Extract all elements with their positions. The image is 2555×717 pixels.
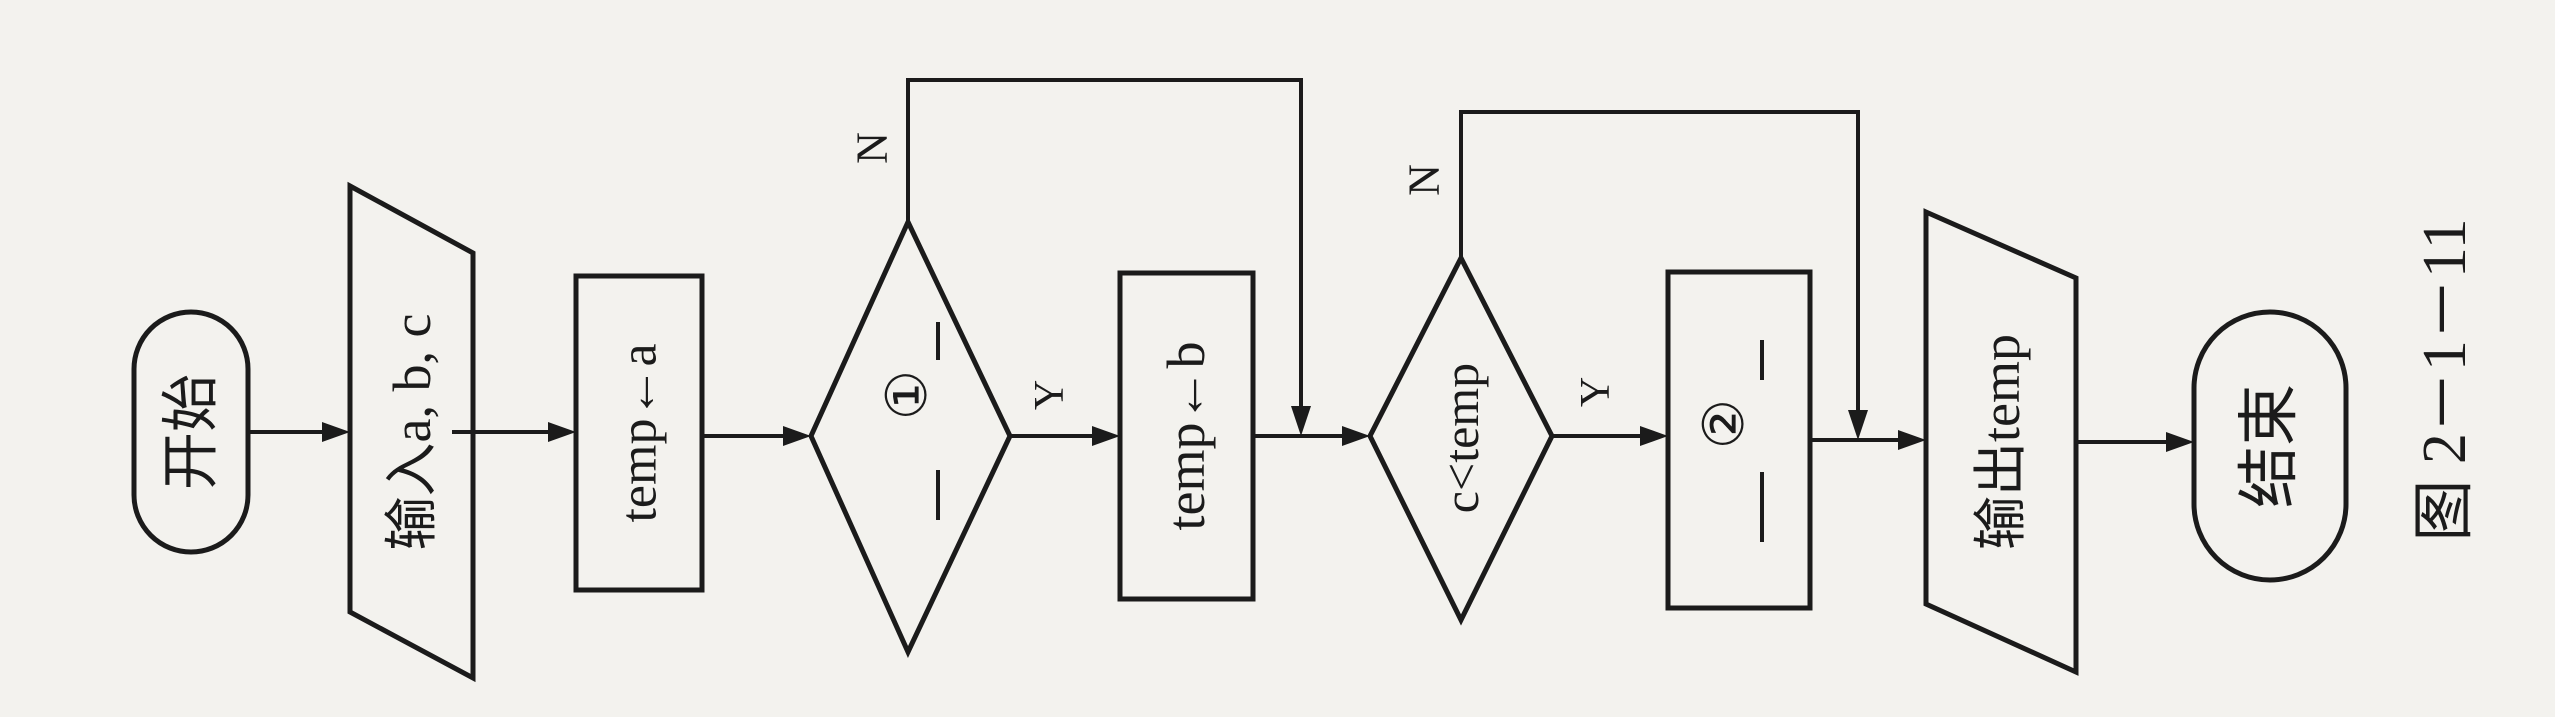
input-label: 输入a, b, c xyxy=(382,314,442,551)
figure-caption: 图 2－1－11 xyxy=(2411,218,2479,541)
assign-b-label: temp←b xyxy=(1156,342,1216,531)
output-block: 输出temp xyxy=(1923,208,2079,676)
input-block: 输入a, b, c xyxy=(347,181,476,683)
decision-1-no-label: N xyxy=(848,132,897,164)
decision-1-marker: ① xyxy=(877,370,939,420)
assign-a-label: temp←a xyxy=(611,343,668,522)
end-label: 结束 xyxy=(2236,384,2304,508)
start-label: 开始 xyxy=(159,374,224,490)
start-terminator: 开始 xyxy=(131,309,251,555)
process-2-marker: ② xyxy=(1694,399,1756,449)
decision-2-yes-label: Y xyxy=(1573,377,1619,407)
assign-b-box: temp←b xyxy=(1117,270,1256,602)
end-terminator: 结束 xyxy=(2191,309,2349,583)
decision-1: ① Y N xyxy=(808,132,1073,658)
no-branch-1 xyxy=(906,78,1311,436)
decision-2-label: c<temp xyxy=(1433,363,1489,513)
flow-arrows xyxy=(248,422,2194,452)
decision-1-yes-label: Y xyxy=(1027,380,1073,410)
process-2-box: ② xyxy=(1665,269,1813,611)
decision-2: c<temp Y N xyxy=(1367,164,1619,626)
output-label: 输出temp xyxy=(1971,334,2031,550)
decision-2-no-label: N xyxy=(1400,164,1449,196)
assign-a-box: temp←a xyxy=(573,273,705,593)
no-branch-2 xyxy=(1459,110,1868,440)
